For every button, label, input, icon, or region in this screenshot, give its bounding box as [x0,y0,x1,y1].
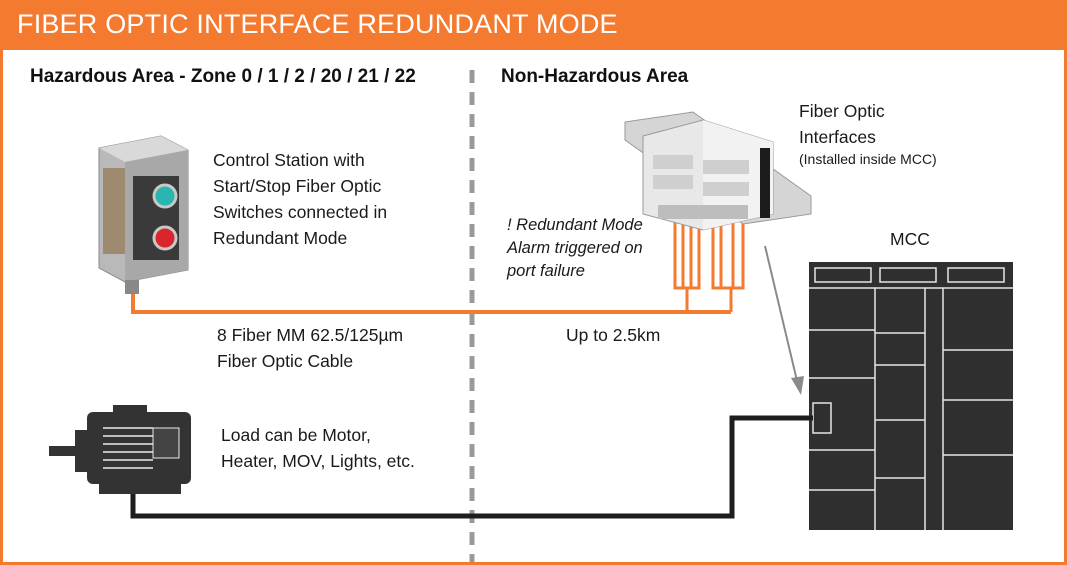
title-bar: FIBER OPTIC INTERFACE REDUNDANT MODE [3,0,1064,50]
alarm-note-line: Alarm triggered on [507,239,643,257]
start-button [152,183,178,209]
cable-distance: Up to 2.5km [566,325,661,345]
non-hazardous-area-heading: Non-Hazardous Area [501,66,689,87]
page-title: FIBER OPTIC INTERFACE REDUNDANT MODE [17,9,618,39]
load-line: Load can be Motor, [221,425,371,445]
control-station-line: Switches connected in [213,202,388,222]
mcc-label: MCC [890,229,930,249]
alarm-note-line: port failure [507,262,585,280]
alarm-note: ! Redundant Mode Alarm triggered on port… [507,214,643,283]
motor [49,405,191,494]
cable-line: 8 Fiber MM 62.5/125µm [217,325,404,345]
control-station-line: Control Station with [213,150,365,170]
fiber-drops [673,222,745,312]
control-station [98,135,189,294]
control-station-description: Control Station with Start/Stop Fiber Op… [213,147,387,251]
alarm-note-line: ! Redundant Mode [507,216,643,234]
cable-line: Fiber Optic Cable [217,351,354,371]
load-description: Load can be Motor, Heater, MOV, Lights, … [221,422,415,474]
mcc-cabinet [809,262,1013,530]
cable-description: 8 Fiber MM 62.5/125µm Fiber Optic Cable [217,322,403,374]
fiber-interfaces-label: Fiber Optic Interfaces (Installed inside… [799,98,937,168]
fiber-interfaces-line: Fiber Optic [799,101,885,121]
load-line: Heater, MOV, Lights, etc. [221,451,415,471]
control-station-line: Start/Stop Fiber Optic [213,176,382,196]
diagram-graphics [49,70,1013,562]
power-cable [130,415,813,519]
stop-button [152,225,178,251]
fiber-interfaces-line: Interfaces [799,127,876,147]
fiber-optic-interfaces [624,111,812,231]
fiber-optic-cable [131,288,731,314]
control-station-line: Redundant Mode [213,228,348,248]
hazardous-area-heading: Hazardous Area - Zone 0 / 1 / 2 / 20 / 2… [30,66,416,87]
fiber-interfaces-note: (Installed inside MCC) [799,151,937,167]
arrow-to-mcc [764,245,804,395]
